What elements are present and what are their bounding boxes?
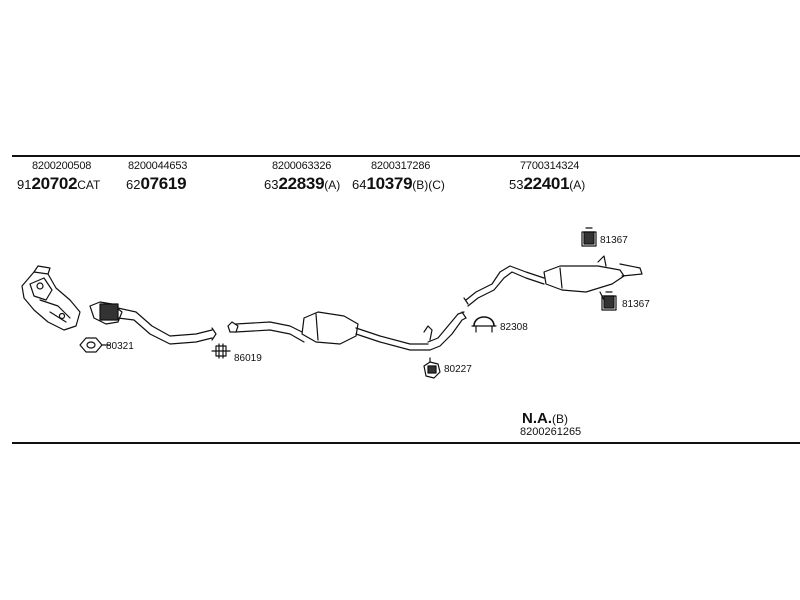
clamp-82308	[471, 316, 497, 333]
callout-80227: 80227	[444, 364, 472, 375]
catalyst-manifold	[21, 265, 81, 331]
front-pipe	[89, 301, 217, 345]
gasket-80321	[79, 337, 111, 353]
part-ref-middle-silencer: 8200063326	[272, 160, 332, 172]
callout-80321: 80321	[106, 341, 134, 352]
part-number-catalyst: 9120702CAT	[17, 174, 101, 193]
middle-silencer	[227, 311, 431, 351]
clamp-86019	[211, 343, 231, 359]
intermediate-pipe	[423, 311, 467, 351]
not-available-label: N.A.(B)	[522, 410, 568, 427]
rear-silencer	[463, 255, 643, 307]
callout-81367-bottom: 81367	[622, 299, 650, 310]
part-ref-intermediate-pipe: 8200317286	[371, 160, 431, 172]
callout-86019: 86019	[234, 353, 262, 364]
part-ref-rear-silencer: 7700314324	[520, 160, 580, 172]
not-available-ref: 8200261265	[520, 426, 582, 438]
part-number-rear-silencer: 5322401(A)	[509, 174, 586, 193]
part-number-intermediate-pipe: 6410379(B)(C)	[352, 174, 445, 193]
part-ref-front-pipe: 8200044653	[128, 160, 188, 172]
callout-82308: 82308	[500, 322, 528, 333]
hanger-80227	[423, 357, 441, 379]
top-rule	[12, 155, 800, 157]
callout-81367-top: 81367	[600, 235, 628, 246]
hanger-81367-bottom	[601, 291, 617, 311]
part-number-front-pipe: 6207619	[126, 174, 187, 193]
part-ref-catalyst: 8200200508	[32, 160, 92, 172]
hanger-81367-top	[581, 227, 597, 247]
part-number-middle-silencer: 6322839(A)	[264, 174, 341, 193]
bottom-rule	[12, 442, 800, 444]
